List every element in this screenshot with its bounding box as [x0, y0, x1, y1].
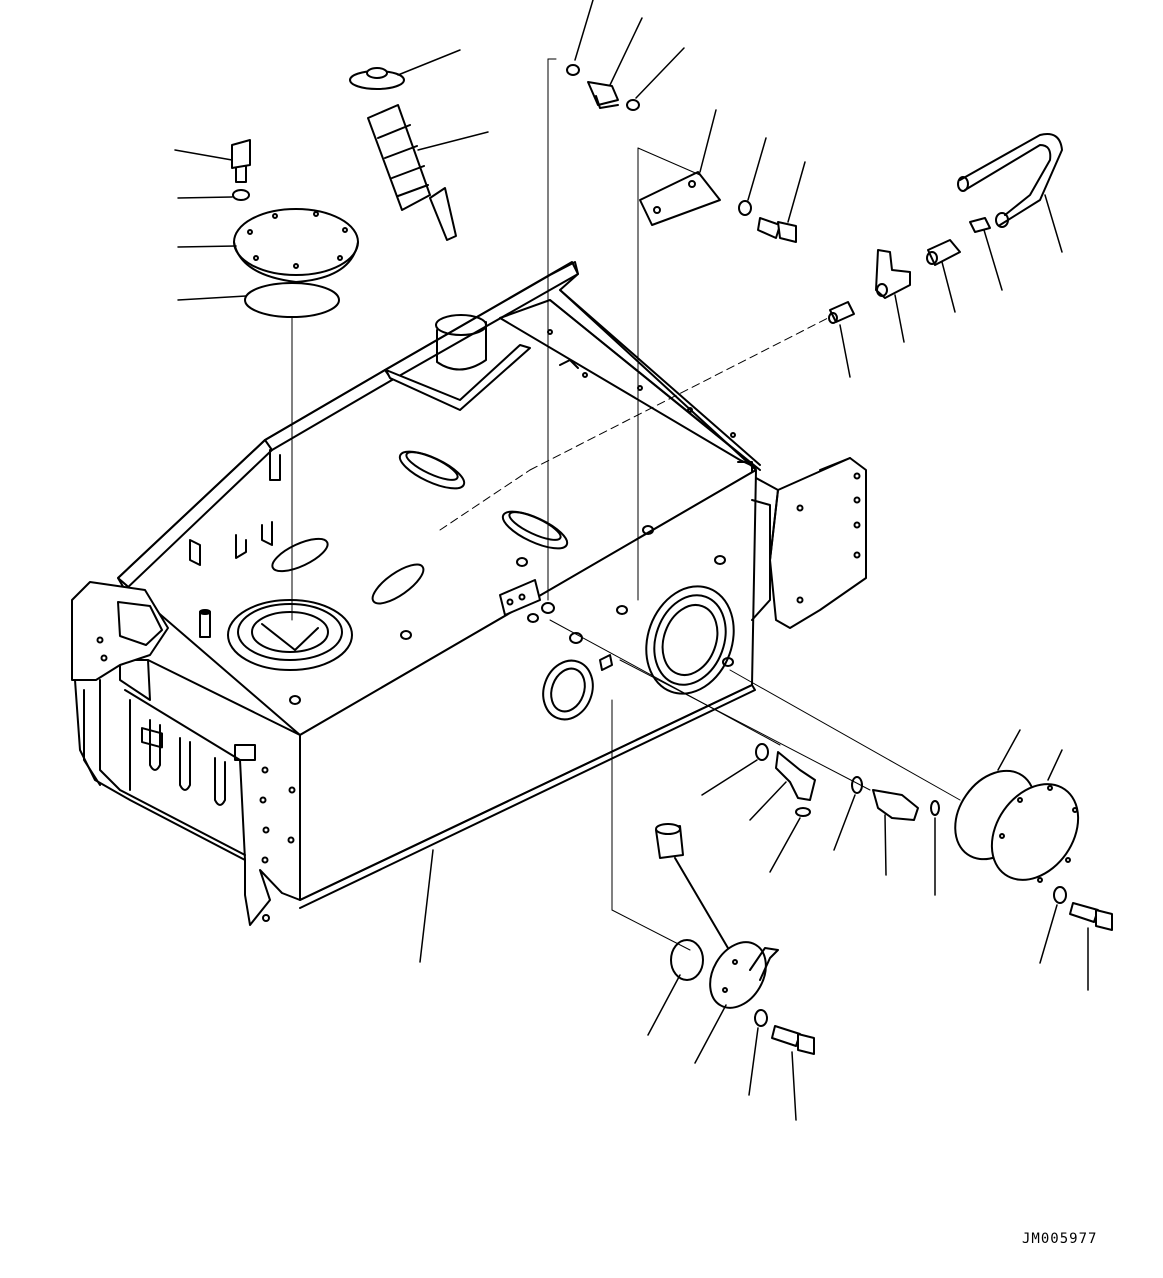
tank-left-panel [75, 660, 300, 925]
float-gasket [671, 940, 703, 980]
hose-fitting [927, 240, 960, 265]
top-gasket [245, 283, 339, 317]
top-port [228, 600, 352, 670]
filler-neck [437, 322, 486, 370]
right-mount-plate [770, 458, 866, 628]
tank-fitting [829, 302, 854, 323]
elbow-oring [756, 744, 768, 760]
strainer [368, 105, 456, 240]
top-fitting [588, 82, 618, 108]
mount-bracket [640, 172, 720, 225]
tank-body [72, 262, 866, 925]
cover-bolt [232, 140, 250, 182]
hose [958, 134, 1062, 227]
elbow-oring-3 [796, 808, 810, 816]
elbow-fitting [776, 752, 815, 800]
sight-boss [535, 654, 601, 727]
float-sensor [656, 824, 778, 1018]
bracket-washer [739, 201, 751, 215]
elbow-oring-2 [852, 777, 862, 793]
side-port [632, 574, 749, 706]
side-washer [1054, 887, 1066, 903]
hose-clamp [970, 218, 990, 232]
assembly-lines [292, 59, 960, 950]
drawing-number: JM005977 [1022, 1231, 1098, 1247]
top-oring-2 [627, 100, 639, 110]
side-cover [974, 768, 1096, 897]
leader-lines [175, 0, 1088, 1120]
top-cover [234, 209, 358, 282]
top-oring [567, 65, 579, 75]
bracket-bolt [758, 218, 796, 242]
side-bolt [1070, 903, 1112, 930]
float-washer [755, 1010, 767, 1026]
float-bolt [772, 1026, 814, 1054]
cover-washer [233, 190, 249, 200]
sensor-fitting [873, 790, 918, 820]
sensor-oring [931, 801, 939, 815]
breather-cap [350, 68, 404, 89]
clip-bracket [876, 250, 910, 298]
